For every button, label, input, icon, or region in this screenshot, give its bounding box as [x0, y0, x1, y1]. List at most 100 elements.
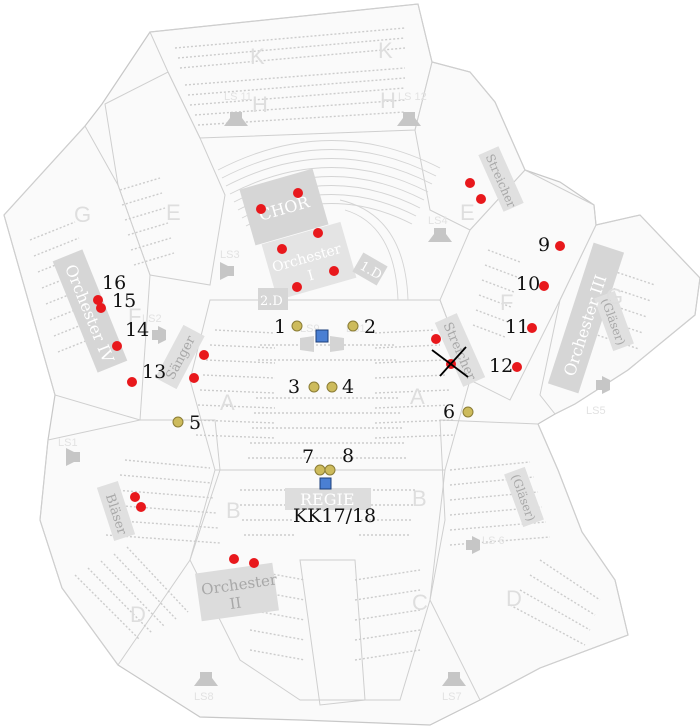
microphone-red — [277, 244, 287, 254]
choir-curved-rows — [217, 140, 441, 301]
loudspeaker-icon — [194, 672, 218, 686]
position-number: 16 — [102, 272, 126, 294]
orchester-1-number: I — [306, 268, 316, 285]
streicher-top-panel — [478, 146, 524, 212]
ls-label: LS5 — [586, 405, 606, 417]
kk-label: KK17/18 — [293, 505, 376, 527]
loudspeaker-icon — [220, 262, 234, 280]
position-number: 15 — [112, 290, 136, 312]
loudspeaker-icon — [442, 672, 466, 686]
ls-label: LS 12 — [398, 91, 427, 103]
position-1-marker — [291, 320, 303, 332]
block-h-right: H — [380, 88, 396, 113]
position-3-marker — [308, 381, 320, 393]
glaeser-bottom-panel — [504, 466, 544, 528]
loudspeaker-icon — [66, 448, 80, 466]
block-d-left: D — [130, 602, 146, 627]
block-f-left: F — [128, 304, 141, 329]
microphone-red — [431, 334, 441, 344]
blaeser-panel — [96, 480, 136, 542]
position-16-marker — [93, 295, 103, 305]
loudspeaker-icon — [152, 326, 166, 344]
position-number: 10 — [516, 273, 540, 295]
regie-panel — [285, 488, 371, 510]
ls-label: LS1 — [58, 437, 78, 449]
block-k-right: K — [378, 38, 393, 63]
block-h-left: H — [252, 92, 268, 117]
position-5-marker — [172, 416, 184, 428]
position-11-marker — [527, 323, 537, 333]
microphone-red — [476, 194, 486, 204]
loudspeaker-icon — [596, 376, 610, 394]
removed-position-marker — [431, 346, 469, 378]
blue-marker — [315, 329, 329, 343]
ls-label: LS 11 — [224, 91, 252, 103]
block-d-right: D — [506, 586, 522, 611]
microphone-red — [465, 178, 475, 188]
ls-label: LS7 — [442, 691, 462, 703]
position-number: 13 — [142, 361, 166, 383]
blue-marker — [319, 477, 332, 490]
loudspeaker-icon — [466, 536, 480, 554]
regie-label: REGIE — [300, 490, 355, 509]
microphone-red — [313, 228, 323, 238]
position-number: 5 — [189, 412, 201, 434]
block-e-left: E — [166, 200, 181, 225]
block-f-right: F — [500, 290, 513, 315]
microphone-red — [249, 558, 259, 568]
two-d-panel — [258, 288, 288, 310]
ls-label: LS3 — [220, 249, 240, 261]
microphone-red — [189, 373, 199, 383]
position-number: 1 — [274, 316, 286, 338]
ls-label: LS8 — [194, 691, 214, 703]
block-g-left: G — [74, 202, 91, 227]
microphone-red — [292, 282, 302, 292]
one-d-panel — [352, 252, 388, 286]
glaeser-top-panel — [594, 290, 634, 352]
position-15-marker — [96, 303, 106, 313]
orchester-1-panel — [261, 221, 357, 301]
ls-label: LS 6 — [482, 535, 505, 547]
loudspeaker-icons — [66, 112, 610, 686]
position-6-marker — [462, 406, 474, 418]
loudspeaker-icon — [224, 112, 248, 126]
microphone-red — [229, 554, 239, 564]
block-c: C — [412, 590, 428, 615]
orchester-2-number: II — [228, 594, 242, 613]
position-number: 11 — [505, 316, 529, 338]
microphone-red — [136, 502, 146, 512]
position-13-marker — [127, 377, 137, 387]
position-12-marker — [512, 362, 522, 372]
microphone-red — [130, 492, 140, 502]
loudspeaker-icon — [428, 228, 452, 242]
orchester-4-panel — [52, 249, 128, 373]
loudspeaker-icon — [397, 112, 421, 126]
stage-arrows — [300, 336, 344, 352]
position-7-marker — [314, 464, 326, 476]
block-g-right: G — [606, 284, 623, 309]
block-a-right: A — [410, 384, 425, 409]
area-panels — [52, 146, 634, 622]
orchester-3-panel — [547, 242, 625, 394]
block-a-left: A — [220, 390, 235, 415]
streicher-panel — [434, 313, 486, 387]
red-markers — [130, 178, 486, 568]
block-e-right: E — [460, 200, 475, 225]
position-number: 6 — [443, 401, 455, 423]
position-number: 14 — [125, 319, 149, 341]
saenger-panel — [155, 324, 205, 390]
position-number: 9 — [538, 234, 550, 256]
position-14-marker — [112, 341, 122, 351]
numbered-markers — [93, 241, 565, 476]
position-10-marker — [539, 281, 549, 291]
position-number: 12 — [489, 355, 513, 377]
block-k-left: K — [250, 44, 265, 69]
position-number: 3 — [288, 376, 300, 398]
two-d-label: 2.D — [260, 294, 283, 309]
position-2-marker — [347, 320, 359, 332]
block-b-right: B — [412, 486, 427, 511]
microphone-red — [199, 350, 209, 360]
position-8-marker — [324, 464, 336, 476]
position-number: 4 — [342, 376, 354, 398]
